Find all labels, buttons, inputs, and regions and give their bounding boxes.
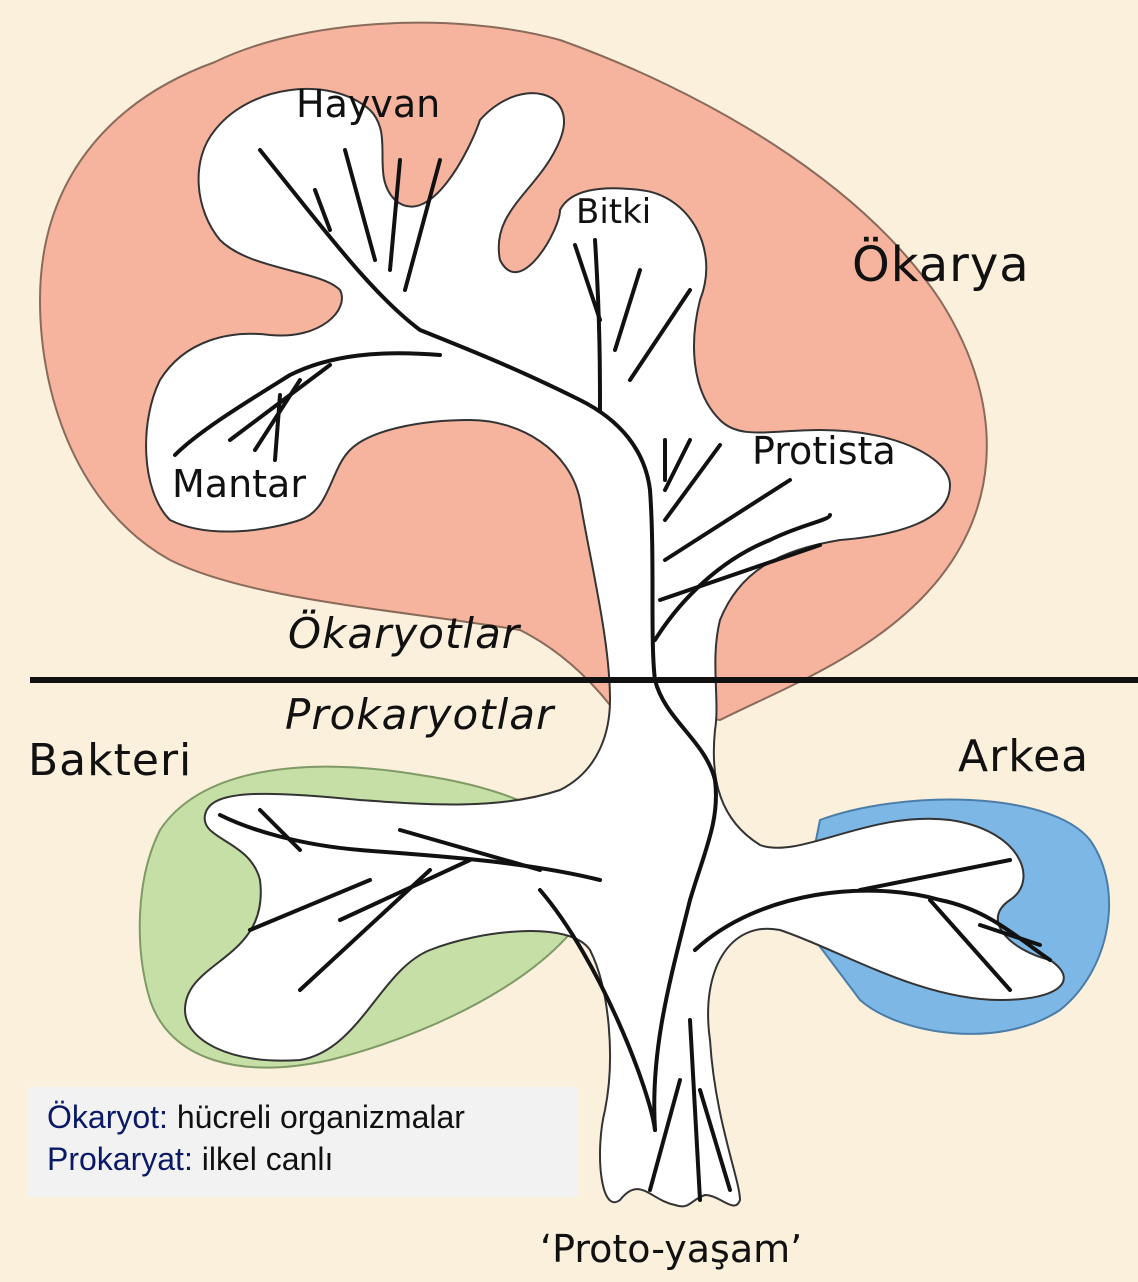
legend-term-prokaryote: Prokaryat: xyxy=(47,1141,193,1177)
legend-line-prokaryote: Prokaryat: ilkel canlı xyxy=(47,1141,333,1178)
legend-line-eukaryote: Ökaryot: hücreli organizmalar xyxy=(47,1099,465,1136)
legend-desc-prokaryote: ilkel canlı xyxy=(193,1141,334,1177)
label-hayvan: Hayvan xyxy=(296,82,440,126)
label-proto-yasam: ‘Proto-yaşam’ xyxy=(540,1227,802,1271)
label-okarya: Ökarya xyxy=(852,237,1030,293)
legend-box: Ökaryot: hücreli organizmalar Prokaryat:… xyxy=(27,1087,578,1197)
label-prokaryotlar: Prokaryotlar xyxy=(285,690,554,739)
label-mantar: Mantar xyxy=(172,462,306,506)
label-arkea: Arkea xyxy=(958,731,1089,782)
legend-term-eukaryote: Ökaryot: xyxy=(47,1099,168,1135)
label-bakteri: Bakteri xyxy=(28,735,192,786)
label-protista: Protista xyxy=(752,429,896,473)
label-okaryotlar: Ökaryotlar xyxy=(288,609,520,658)
legend-desc-eukaryote: hücreli organizmalar xyxy=(168,1099,465,1135)
label-bitki: Bitki xyxy=(576,192,651,232)
